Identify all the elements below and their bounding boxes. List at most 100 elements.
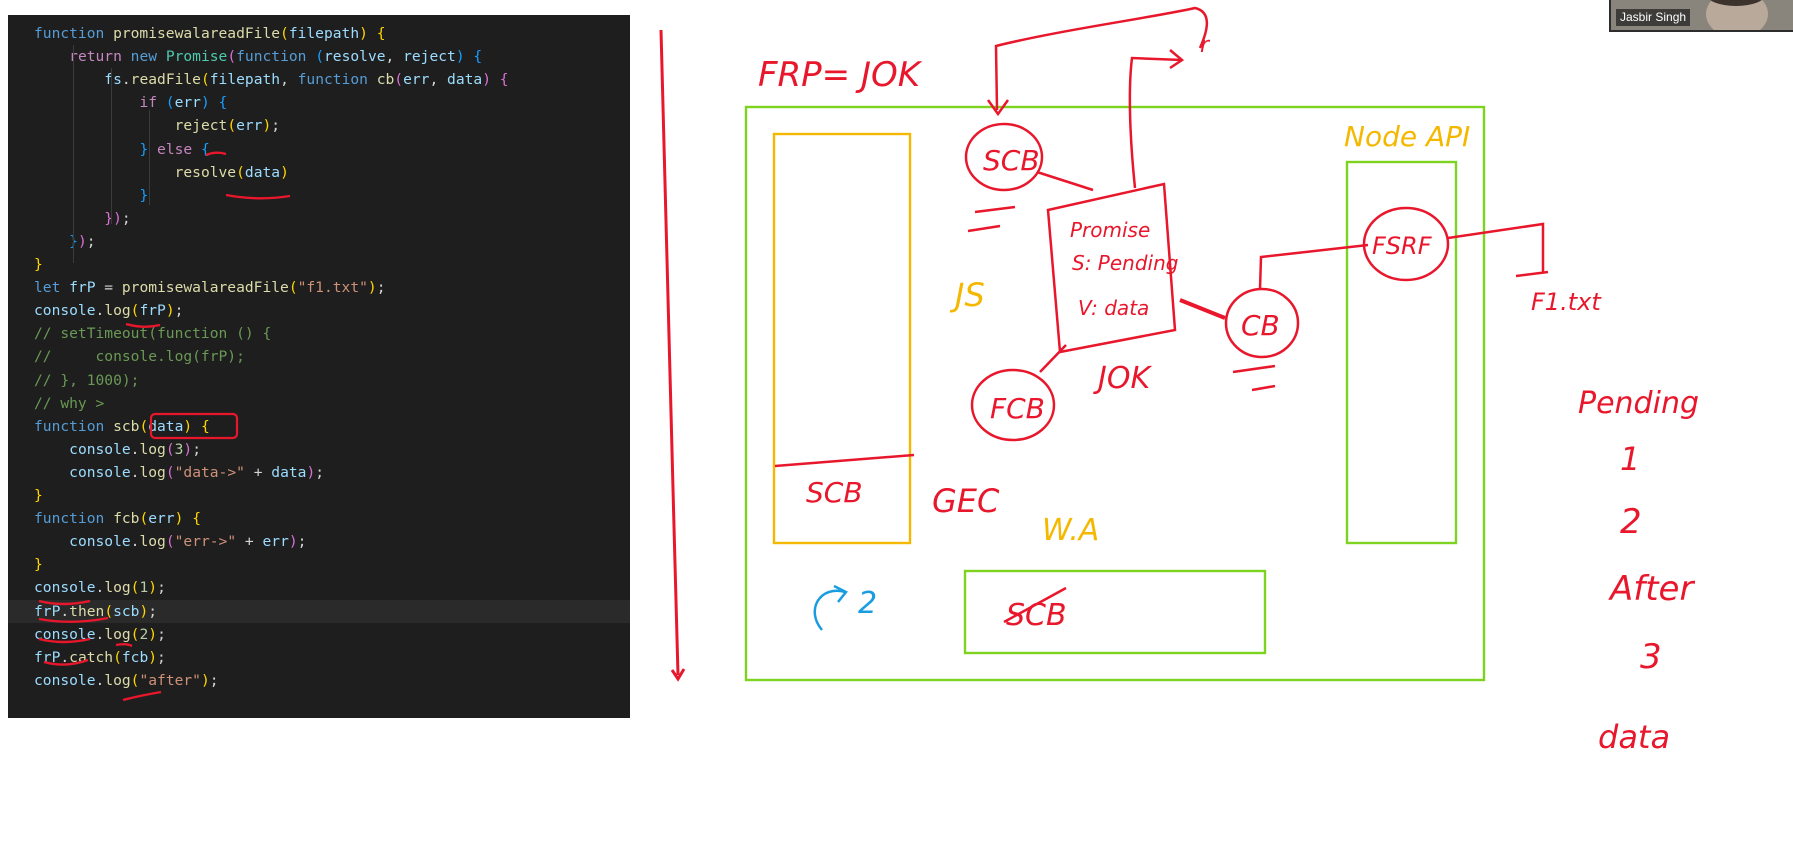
code-line[interactable]: resolve(data): [8, 161, 630, 184]
code-line[interactable]: function promisewalareadFile(filepath) {: [8, 22, 630, 45]
code-line-text: } else {: [34, 138, 209, 161]
code-token: ;: [376, 279, 386, 297]
scb-circle-label: SCB: [983, 144, 1040, 177]
code-token: // why >: [34, 394, 105, 412]
code-token: (: [200, 71, 210, 89]
code-line-text: // console.log(frP);: [34, 345, 245, 368]
code-token: err: [262, 533, 289, 551]
code-line-text: // setTimeout(function () {: [34, 322, 271, 345]
code-token: new: [130, 48, 166, 66]
code-token: let: [34, 279, 70, 297]
code-editor[interactable]: function promisewalareadFile(filepath) {…: [8, 15, 630, 718]
code-line[interactable]: } else {: [8, 138, 630, 161]
code-token: }: [104, 209, 114, 227]
code-line[interactable]: console.log("after");: [8, 669, 630, 692]
gec-label: GEC: [932, 482, 1000, 520]
participant-hair: [1707, 0, 1765, 6]
code-line[interactable]: }: [8, 484, 630, 507]
code-line[interactable]: console.log(frP);: [8, 299, 630, 322]
code-token: console: [34, 671, 96, 689]
code-token: data: [244, 163, 281, 181]
code-line-text: return new Promise(function (resolve, re…: [34, 45, 482, 68]
code-token: log: [104, 671, 131, 689]
code-token: filepath: [288, 25, 360, 42]
code-line-text: console.log("err->" + err);: [34, 530, 306, 553]
code-token: ;: [157, 625, 166, 643]
code-line-text: console.log(3);: [34, 438, 201, 461]
code-token: function: [236, 48, 316, 66]
code-line[interactable]: }: [8, 553, 630, 576]
output-item: 3: [1640, 637, 1662, 677]
code-line[interactable]: // why >: [8, 392, 630, 415]
cb-arrow: [1179, 298, 1226, 320]
code-token: {: [473, 48, 483, 66]
code-token: (: [165, 94, 175, 112]
code-token: console: [69, 533, 131, 551]
code-line-text: // }, 1000);: [34, 369, 139, 392]
promise-line-3: V: data: [1078, 296, 1149, 320]
code-line[interactable]: function fcb(err) {: [8, 507, 630, 530]
loop-arrowhead: [986, 99, 1010, 117]
code-token: "f1.txt": [297, 279, 368, 297]
code-line[interactable]: console.log(3);: [8, 438, 630, 461]
code-token: .: [95, 671, 105, 689]
scb-connector: [1036, 170, 1094, 192]
code-token: (: [130, 302, 140, 320]
code-line-text: }: [34, 484, 43, 507]
output-item: 1: [1620, 440, 1640, 478]
fs-side-label: F1.txt: [1531, 288, 1602, 316]
participant-video-tile[interactable]: Jasbir Singh: [1609, 0, 1793, 32]
code-token: ): [113, 209, 122, 227]
code-line[interactable]: console.log("data->" + data);: [8, 461, 630, 484]
code-line-text: }: [34, 253, 43, 276]
code-token: cb: [376, 71, 395, 89]
code-token: ): [262, 117, 272, 135]
code-token: .: [95, 302, 105, 320]
code-line[interactable]: console.log("err->" + err);: [8, 530, 630, 553]
code-line-text: console.log(1);: [34, 576, 166, 599]
code-line[interactable]: // }, 1000);: [8, 369, 630, 392]
code-line[interactable]: fs.readFile(filepath, function cb(err, d…: [8, 68, 630, 91]
indent-guide: [111, 68, 112, 224]
code-line[interactable]: }: [8, 253, 630, 276]
code-token: "after": [139, 671, 201, 689]
code-token: console: [34, 302, 96, 320]
code-line[interactable]: // console.log(frP);: [8, 345, 630, 368]
event-loop-arrow: [813, 589, 846, 631]
code-line[interactable]: frP.then(scb);: [8, 599, 630, 623]
code-token: ;: [157, 648, 166, 666]
code-token: +: [244, 463, 272, 481]
code-line[interactable]: });: [8, 207, 630, 230]
code-token: Promise: [165, 48, 228, 66]
code-line[interactable]: let frP = promisewalareadFile("f1.txt");: [8, 276, 630, 299]
code-line[interactable]: console.log(1);: [8, 576, 630, 599]
code-token: (: [165, 533, 175, 551]
code-token: =: [95, 279, 122, 297]
code-line[interactable]: // setTimeout(function () {: [8, 322, 630, 345]
code-line[interactable]: reject(err);: [8, 114, 630, 137]
code-token: function: [34, 510, 114, 528]
code-token: ): [148, 648, 158, 666]
node-api-box: [1345, 160, 1458, 545]
stack-divider: [774, 453, 915, 468]
event-loop-arrowhead: [833, 584, 848, 603]
fcb-circle: [970, 368, 1056, 442]
code-token: data: [271, 463, 307, 481]
code-token: ): [359, 25, 368, 42]
code-line-text: });: [34, 207, 130, 230]
code-token: (: [165, 440, 175, 458]
code-token: frP: [139, 302, 166, 320]
code-line[interactable]: if (err) {: [8, 91, 630, 114]
code-line[interactable]: return new Promise(function (resolve, re…: [8, 45, 630, 68]
code-line[interactable]: }: [8, 184, 630, 207]
code-token: ;: [174, 302, 184, 320]
event-loop-label: 2: [858, 586, 877, 621]
code-token: (: [130, 625, 140, 643]
code-token: log: [139, 463, 166, 481]
code-token: err: [403, 71, 430, 89]
code-token: (: [227, 48, 237, 66]
code-token: (: [139, 510, 149, 528]
fcb-circle-label: FCB: [990, 392, 1045, 425]
code-token: frP: [69, 279, 96, 297]
